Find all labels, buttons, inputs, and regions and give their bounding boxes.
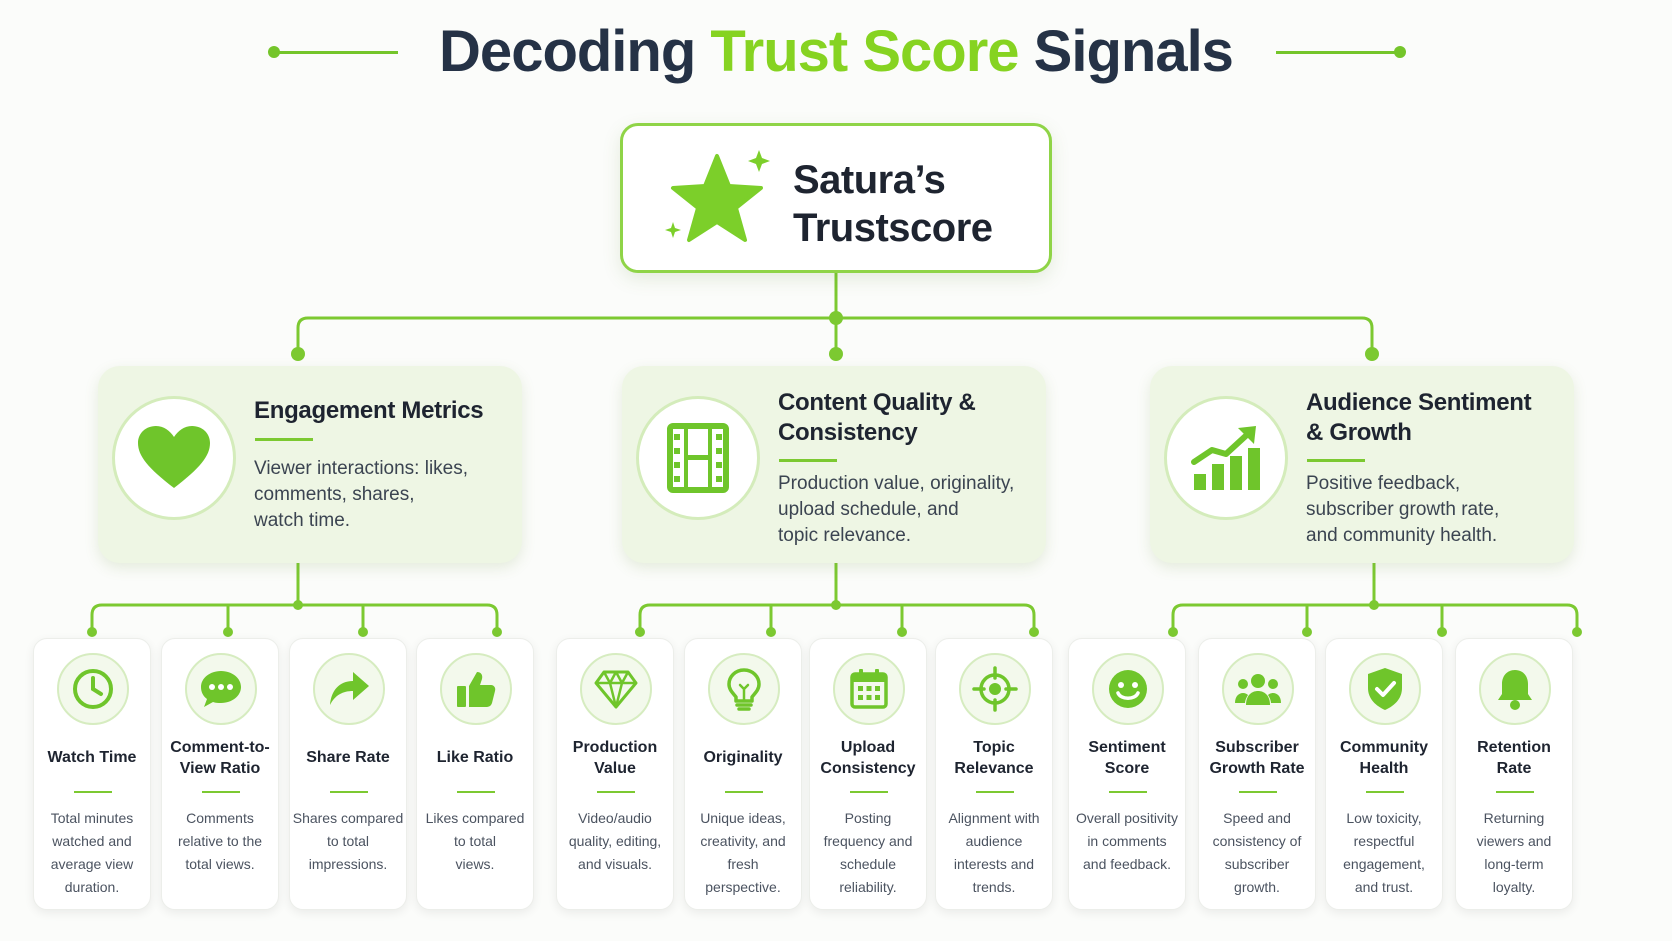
title-accent: Trust Score <box>710 19 1019 84</box>
target-icon <box>959 653 1031 725</box>
film-icon <box>636 396 760 520</box>
leaf-rule <box>1496 791 1534 793</box>
category-description: Production value, originality, upload sc… <box>778 473 1015 546</box>
smiley-icon <box>1092 653 1164 725</box>
category-rule <box>255 438 313 441</box>
lightbulb-icon <box>708 653 780 725</box>
title-right-line <box>1276 51 1400 54</box>
diamond-icon <box>580 653 652 725</box>
title-right-dot <box>1394 46 1406 58</box>
title-prefix: Decoding <box>439 19 696 84</box>
category-engagement-metrics: Engagement Metrics Viewer interactions: … <box>98 366 522 563</box>
growth-chart-icon <box>1164 396 1288 520</box>
leaf-rule <box>1366 791 1404 793</box>
category-title: Engagement Metrics <box>254 397 484 424</box>
leaf-rule <box>330 791 368 793</box>
clock-icon <box>57 653 129 725</box>
title-left-line <box>274 51 398 54</box>
category-content-quality: Content Quality & Consistency Production… <box>622 366 1046 563</box>
leaf-rule <box>1109 791 1147 793</box>
leaf-rule <box>1239 791 1277 793</box>
leaf-rule <box>976 791 1014 793</box>
root-title-line1: Satura’s <box>793 158 946 202</box>
users-icon <box>1222 653 1294 725</box>
bell-icon <box>1479 653 1551 725</box>
chat-bubble-icon <box>185 653 257 725</box>
leaf-rule <box>725 791 763 793</box>
leaf-rule <box>850 791 888 793</box>
page-title: Decoding Trust Score Signals <box>0 18 1672 85</box>
leaf-title: Originality <box>703 749 783 766</box>
category-title: Audience Sentiment & Growth <box>1306 389 1532 446</box>
calendar-icon <box>833 653 905 725</box>
leaf-title: Like Ratio <box>436 749 514 766</box>
leaf-rule <box>597 791 635 793</box>
heart-icon <box>112 396 236 520</box>
leaf-rule <box>74 791 112 793</box>
root-title: Satura’s Trustscore <box>793 156 1043 252</box>
cat1-bus <box>90 603 499 632</box>
thumbs-up-icon <box>440 653 512 725</box>
category-audience-sentiment: Audience Sentiment & Growth Positive fee… <box>1150 366 1574 563</box>
category-description: Viewer interactions: likes, comments, sh… <box>254 458 469 531</box>
category-title: Content Quality & Consistency <box>778 389 976 446</box>
category-rule <box>779 459 837 462</box>
leaf-rule <box>202 791 240 793</box>
root-title-line2: Trustscore <box>793 206 993 250</box>
leaf-rule <box>457 791 495 793</box>
star-icon <box>665 150 770 242</box>
category-rule <box>1307 459 1365 462</box>
category-description: Positive feedback, subscriber growth rat… <box>1306 473 1500 546</box>
title-suffix: Signals <box>1033 19 1234 84</box>
share-arrow-icon <box>313 653 385 725</box>
leaf-title: Share Rate <box>306 749 390 766</box>
leaf-title: Watch Time <box>47 749 137 766</box>
shield-check-icon <box>1349 653 1421 725</box>
leaf-title: Comment-to-View Ratio <box>170 739 270 777</box>
root-node: Satura’s Trustscore <box>620 123 1052 273</box>
